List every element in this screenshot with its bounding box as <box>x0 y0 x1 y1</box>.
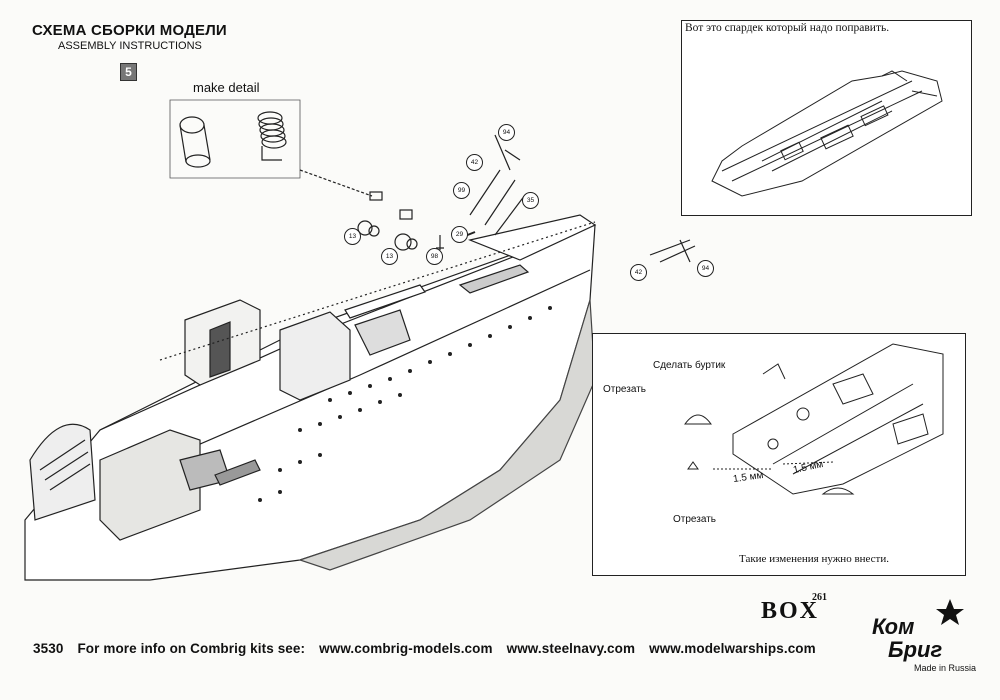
part-callout: 94 <box>498 124 515 141</box>
make-detail-label: make detail <box>193 80 260 95</box>
brand-logo-line2: Бриг <box>888 637 943 662</box>
part-callout: 13 <box>381 248 398 265</box>
part-callout: 94 <box>697 260 714 277</box>
brand-logo-line1: Ком <box>872 614 915 639</box>
part-callout: 42 <box>630 264 647 281</box>
spardeck-drawing <box>711 70 943 197</box>
make-rim-label: Сделать буртик <box>653 360 726 371</box>
page-subtitle: ASSEMBLY INSTRUCTIONS <box>58 40 202 52</box>
part-callout: 29 <box>451 226 468 243</box>
footer-link-steelnavy[interactable]: www.steelnavy.com <box>506 641 636 656</box>
box-number: 261 <box>812 592 827 603</box>
footer-info-text: For more info on Combrig kits see: <box>77 641 306 656</box>
modification-drawing <box>684 343 944 495</box>
changes-note: Такие изменения нужно внести. <box>739 553 890 565</box>
footer-link-modelwarships[interactable]: www.modelwarships.com <box>649 641 816 656</box>
box-logo: BOX <box>761 598 820 624</box>
cut-label-top: Отрезать <box>603 384 646 395</box>
coil-part-drawing <box>257 111 287 161</box>
page-title: СХЕМА СБОРКИ МОДЕЛИ <box>32 22 227 39</box>
part-callout: 99 <box>453 182 470 199</box>
cut-label-bottom: Отрезать <box>673 514 716 525</box>
part-callout: 98 <box>426 248 443 265</box>
spardeck-panel: Вот это спардек который надо поправить. <box>681 20 972 216</box>
made-in-label: Made in Russia <box>914 663 977 673</box>
footer-info: 3530 For more info on Combrig kits see: ww… <box>33 641 830 656</box>
kit-number: 3530 <box>33 641 64 656</box>
spardeck-note: Вот это спардек который надо поправить. <box>685 22 890 34</box>
part-callout: 42 <box>466 154 483 171</box>
footer-link-combrig[interactable]: www.combrig-models.com <box>319 641 493 656</box>
part-callout: 35 <box>522 192 539 209</box>
star-icon <box>936 599 964 625</box>
step-number-badge: 5 <box>120 63 137 81</box>
modification-panel: Сделать буртик Отрезать Отрезать 1.5 мм … <box>592 333 966 576</box>
part-callout: 13 <box>344 228 361 245</box>
